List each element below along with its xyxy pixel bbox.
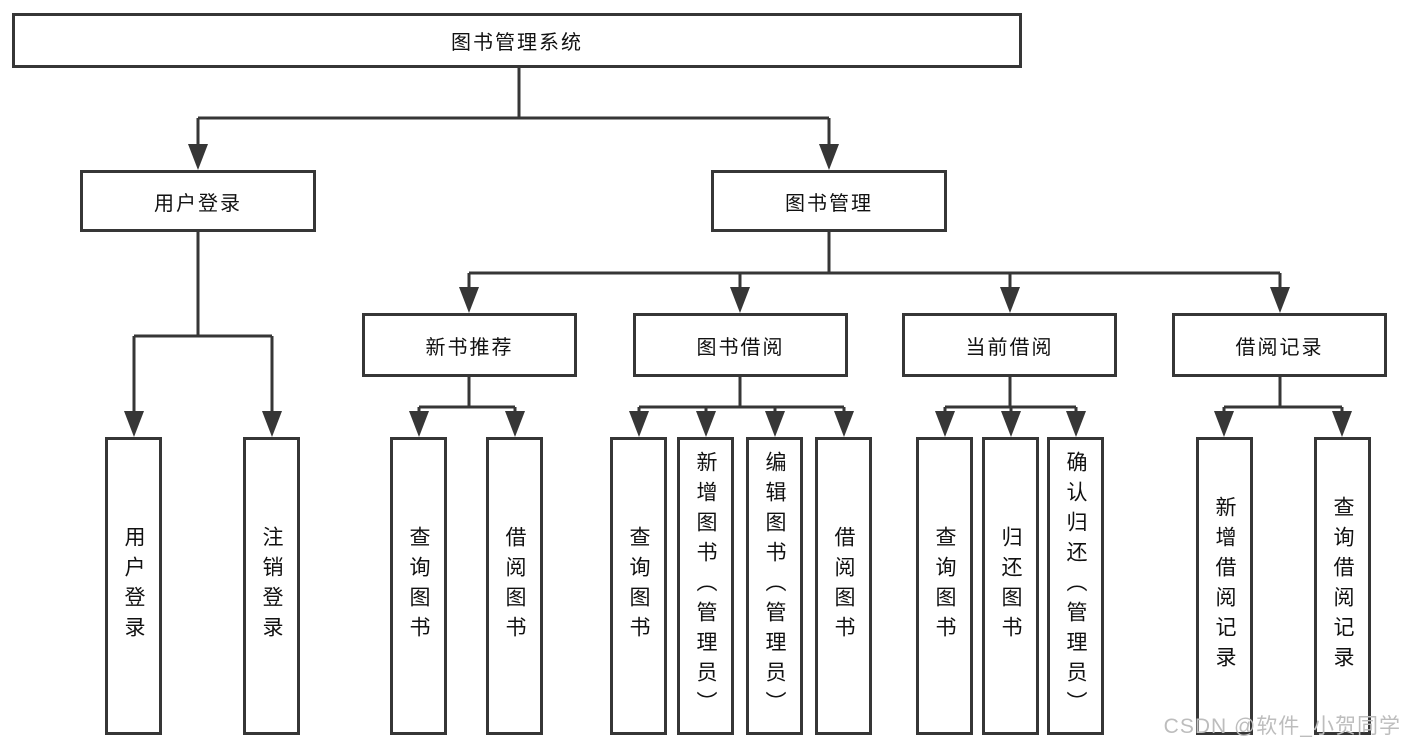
node-label: 当前借阅 (965, 336, 1054, 359)
arrowheads (124, 144, 1352, 437)
arrowhead (819, 144, 839, 170)
arrowhead (1001, 411, 1021, 437)
node-label: 新增图书（管理员） (694, 451, 717, 721)
node-library-system: 图书管理系统 (12, 13, 1022, 68)
node-label: 注销登录 (260, 526, 283, 646)
node-label: 编辑图书（管理员） (763, 451, 786, 721)
arrowhead (765, 411, 785, 437)
leaf-logout: 注销登录 (243, 437, 300, 735)
node-current-borrow: 当前借阅 (902, 313, 1117, 377)
node-borrow-record: 借阅记录 (1172, 313, 1387, 377)
csdn-watermark: CSDN @软件_小贺同学 (1163, 715, 1401, 738)
arrowhead (262, 411, 282, 437)
arrowhead (1214, 411, 1234, 437)
node-label: 确认归还（管理员） (1064, 451, 1087, 721)
arrowhead (834, 411, 854, 437)
node-label: 图书管理系统 (451, 32, 583, 54)
leaf-add-books-admin: 新增图书（管理员） (677, 437, 734, 735)
arrowhead (459, 287, 479, 313)
node-label: 用户登录 (122, 526, 145, 646)
arrowhead (1000, 287, 1020, 313)
node-label: 图书借阅 (696, 336, 785, 359)
node-label: 归还图书 (999, 526, 1022, 646)
leaf-query-books-current: 查询图书 (916, 437, 973, 735)
node-label: 借阅图书 (832, 526, 855, 646)
node-user-login: 用户登录 (80, 170, 316, 232)
node-label: 查询图书 (407, 526, 430, 646)
leaf-query-books-borrow: 查询图书 (610, 437, 667, 735)
arrowhead (124, 411, 144, 437)
node-label: 借阅记录 (1235, 336, 1324, 359)
node-label: 用户登录 (154, 192, 242, 215)
leaf-borrow-books-recommend: 借阅图书 (486, 437, 543, 735)
leaf-query-books-recommend: 查询图书 (390, 437, 447, 735)
node-label: 查询借阅记录 (1331, 496, 1354, 676)
leaf-user-login: 用户登录 (105, 437, 162, 735)
node-label: 新书推荐 (425, 336, 514, 359)
arrowhead (1066, 411, 1086, 437)
node-new-book-recommend: 新书推荐 (362, 313, 577, 377)
arrowhead (1270, 287, 1290, 313)
arrowhead (935, 411, 955, 437)
leaf-query-borrow-record: 查询借阅记录 (1314, 437, 1371, 735)
leaf-add-borrow-record: 新增借阅记录 (1196, 437, 1253, 735)
node-book-management: 图书管理 (711, 170, 947, 232)
arrowhead (730, 287, 750, 313)
node-book-borrow: 图书借阅 (633, 313, 848, 377)
arrowhead (629, 411, 649, 437)
arrowhead (1332, 411, 1352, 437)
arrowhead (696, 411, 716, 437)
node-label: 查询图书 (627, 526, 650, 646)
arrowhead (505, 411, 525, 437)
node-label: 图书管理 (785, 192, 873, 215)
leaf-return-books: 归还图书 (982, 437, 1039, 735)
leaf-confirm-return-admin: 确认归还（管理员） (1047, 437, 1104, 735)
node-label: 新增借阅记录 (1213, 496, 1236, 676)
arrowhead (409, 411, 429, 437)
node-label: 借阅图书 (503, 526, 526, 646)
leaf-borrow-books: 借阅图书 (815, 437, 872, 735)
node-label: 查询图书 (933, 526, 956, 646)
arrowhead (188, 144, 208, 170)
leaf-edit-books-admin: 编辑图书（管理员） (746, 437, 803, 735)
